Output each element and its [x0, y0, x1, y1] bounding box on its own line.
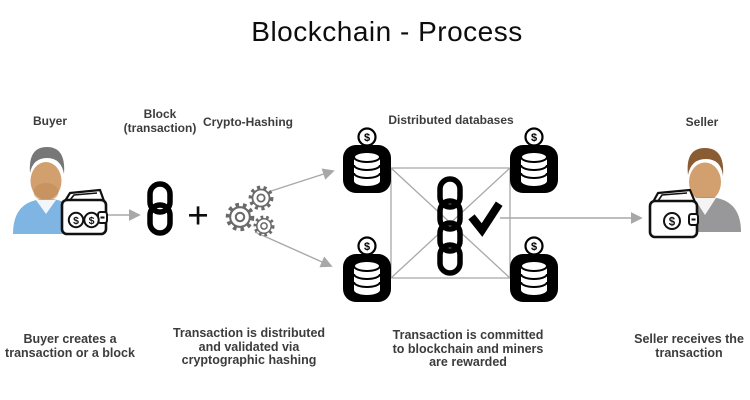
- label-seller: Seller: [685, 115, 719, 129]
- caption-line: Transaction is committed: [392, 328, 544, 342]
- database-bottom-left: $: [343, 236, 391, 302]
- caption-line: Seller receives the: [634, 332, 744, 346]
- label-block-transaction: Block (transaction): [123, 107, 197, 135]
- database-icon: [510, 145, 558, 193]
- database-icon: [510, 254, 558, 302]
- dollar-icon: $: [73, 215, 79, 227]
- database-icon: [343, 254, 391, 302]
- block-chain-icon: [150, 184, 170, 233]
- dollar-icon: $: [364, 132, 370, 144]
- caption-buyer-creates: Buyer creates a transaction or a block: [5, 332, 135, 360]
- caption-line: Buyer creates a: [23, 332, 117, 346]
- caption-line: cryptographic hashing: [181, 353, 317, 367]
- caption-line: to blockchain and miners: [392, 341, 544, 356]
- crypto-hashing-gears-icon: [228, 185, 275, 237]
- check-icon: [468, 201, 503, 237]
- seller-wallet-icon: $: [648, 188, 699, 239]
- arrow-gears-to-top-db: [267, 168, 335, 193]
- dollar-icon: $: [531, 132, 537, 144]
- label-buyer: Buyer: [32, 114, 68, 128]
- buyer-wallet-icon: $ $: [60, 188, 108, 236]
- caption-line: and validated via: [198, 339, 300, 354]
- caption-line: transaction: [655, 345, 723, 360]
- caption-seller-receives: Seller receives the transaction: [634, 332, 744, 360]
- page-title: Blockchain - Process: [251, 16, 523, 47]
- dollar-icon: $: [531, 241, 537, 253]
- label-block-line2: (transaction): [123, 120, 197, 135]
- dollar-icon: $: [364, 241, 370, 253]
- caption-hashing: Transaction is distributed and validated…: [172, 326, 326, 368]
- caption-line: are rewarded: [429, 355, 507, 369]
- caption-line: transaction or a block: [5, 345, 135, 360]
- label-distributed-databases: Distributed databases: [388, 113, 514, 127]
- dollar-icon: $: [669, 217, 676, 229]
- database-icon: [343, 145, 391, 193]
- database-bottom-right: $: [510, 236, 558, 302]
- plus-icon: +: [187, 195, 209, 236]
- caption-commit: Transaction is committed to blockchain a…: [392, 328, 544, 370]
- database-top-left: $: [343, 127, 391, 193]
- dollar-icon: $: [89, 215, 95, 227]
- caption-line: Transaction is distributed: [172, 326, 326, 340]
- database-top-right: $: [510, 127, 558, 193]
- blockchain-chain-icon: [440, 179, 460, 273]
- arrow-gears-to-bottom-db: [254, 231, 333, 268]
- label-block-line1: Block: [143, 107, 177, 121]
- label-crypto-hashing: Crypto-Hashing: [203, 115, 293, 129]
